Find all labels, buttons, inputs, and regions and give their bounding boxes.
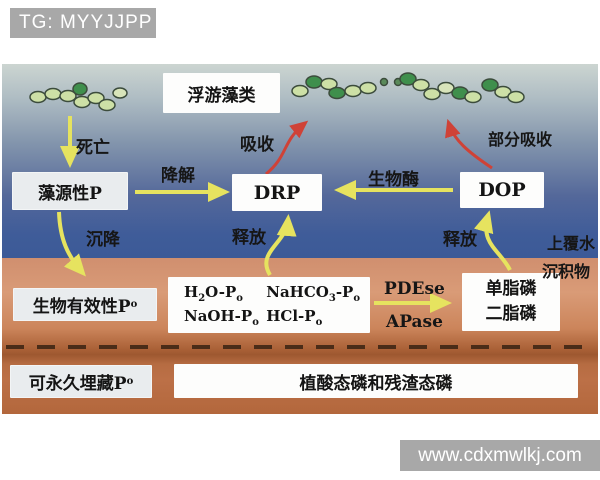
algal-p-box: 藻源性P: [12, 172, 128, 210]
monoester-p-text: 单脂磷: [485, 278, 537, 299]
bioavailable-p-text: 生物有效性P: [32, 297, 131, 317]
sediment-label: 沉积物: [542, 262, 591, 281]
pdese-label: PDEse: [384, 279, 445, 299]
tg-badge: TG: MYYJJPP: [10, 8, 156, 38]
fractions-box: H2O-Po NaHCO3-Po NaOH-Po HCl-Po: [168, 277, 370, 333]
lipid-p-box: 单脂磷 二脂磷: [462, 273, 560, 331]
bio-enzyme-label: 生物酶: [368, 170, 419, 190]
bioavailable-p-subscript: o: [130, 299, 138, 310]
uptake-label: 吸收: [240, 135, 274, 155]
overlying-water-label: 上覆水: [547, 234, 596, 253]
release-right-label: 释放: [443, 230, 477, 250]
site-watermark: www.cdxmwlkj.com: [400, 440, 600, 471]
buried-p-text: 可永久埋藏P: [28, 374, 127, 394]
partial-uptake-label: 部分吸收: [488, 130, 553, 149]
degradation-label: 降解: [161, 166, 195, 186]
death-label: 死亡: [76, 138, 110, 158]
fraction-h2o-p: H2O-Po: [184, 282, 243, 304]
apase-label: APase: [386, 312, 443, 332]
dop-box: DOP: [460, 172, 544, 208]
phytate-p-box: 植酸态磷和残渣态磷: [174, 364, 578, 398]
buried-p-subscript: o: [126, 376, 134, 387]
settling-label: 沉降: [86, 230, 120, 250]
phytoplankton-box: 浮游藻类: [163, 73, 280, 113]
fraction-hcl-p: HCl-Po: [266, 306, 323, 328]
diester-p-text: 二脂磷: [485, 304, 537, 324]
fraction-naoh-p: NaOH-Po: [184, 306, 259, 328]
fraction-nahco3-p: NaHCO3-Po: [266, 282, 360, 304]
release-left-label: 释放: [232, 228, 266, 248]
drp-box: DRP: [232, 174, 322, 211]
